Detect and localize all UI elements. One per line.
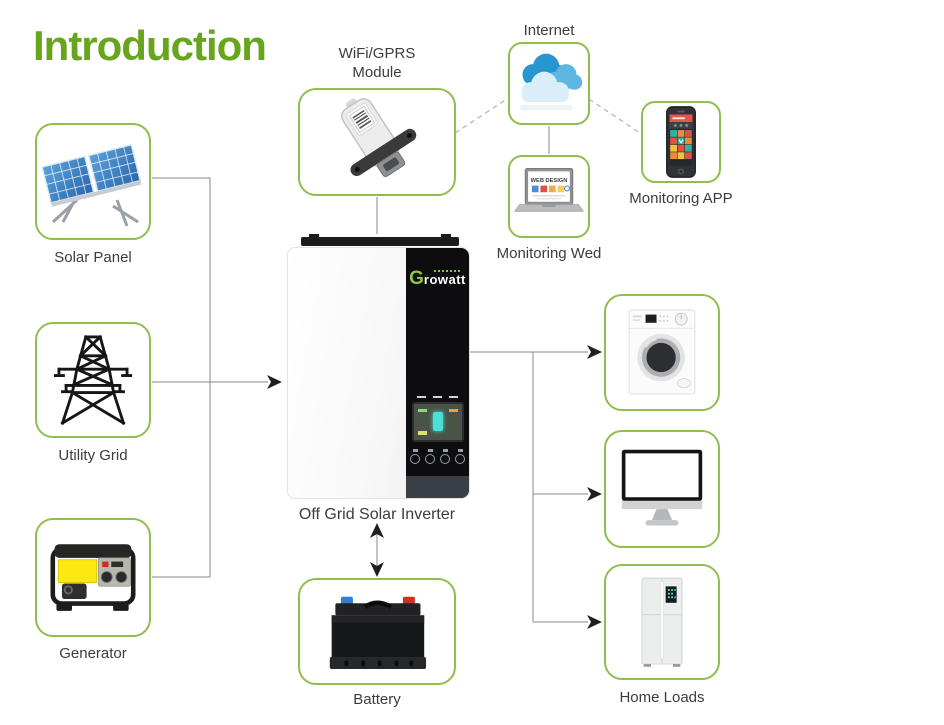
- smartphone-icon: [666, 106, 696, 178]
- inverter-mount-bracket: [301, 234, 459, 246]
- inverter-display-labels: [417, 396, 458, 398]
- solar-panel-icon: [41, 143, 142, 227]
- monitoring-web-box: WEB DESIGN: [508, 155, 590, 238]
- monitoring-app-box: [641, 101, 721, 183]
- inverter-bottom-strip: [406, 476, 469, 498]
- laptop-icon: WEB DESIGN: [513, 167, 585, 212]
- internet-cloud-icon: [519, 53, 583, 111]
- utility-grid-icon: [53, 334, 133, 426]
- growatt-tagline: [434, 270, 460, 272]
- inverter-label: Off Grid Solar Inverter: [298, 506, 456, 523]
- inverter-lcd-screen: [411, 402, 464, 442]
- computer-monitor-icon: [621, 449, 703, 526]
- solar-panel-label: Solar Panel: [54, 249, 132, 266]
- inverter-buttons: [410, 449, 465, 464]
- battery-label: Battery: [353, 691, 401, 708]
- computer-monitor-box: [604, 430, 720, 548]
- svg-text:WEB DESIGN: WEB DESIGN: [531, 177, 568, 183]
- inverter-display-cluster: [406, 396, 469, 464]
- refrigerator-box: [604, 564, 720, 680]
- monitoring-web-label: Monitoring Wed: [496, 245, 602, 262]
- washing-machine-icon: [628, 309, 696, 395]
- battery-icon: [329, 596, 427, 669]
- inverter-image: Growatt: [285, 234, 480, 503]
- generator-box: [35, 518, 151, 637]
- generator-icon: [50, 543, 136, 611]
- connector-left-bus: [152, 177, 211, 578]
- wifi-module-box: [298, 88, 456, 196]
- refrigerator-icon: [641, 577, 683, 667]
- wifi-module-icon: [341, 98, 417, 178]
- inverter-body: Growatt: [287, 247, 470, 499]
- connector-internet-to-app: [588, 98, 641, 134]
- wifi-module-label: WiFi/GPRS Module: [338, 45, 416, 81]
- connector-wifi-to-internet: [454, 96, 511, 134]
- internet-box: [508, 42, 590, 125]
- solar-panel-box: [35, 123, 151, 240]
- battery-level-glyph: [432, 412, 443, 431]
- internet-label: Internet: [523, 22, 575, 39]
- battery-box: [298, 578, 456, 685]
- generator-label: Generator: [59, 645, 127, 662]
- home-loads-label: Home Loads: [619, 689, 705, 706]
- monitoring-app-label: Monitoring APP: [629, 190, 733, 207]
- growatt-logo: Growatt: [409, 268, 466, 289]
- inverter-front-panel: Growatt: [406, 248, 469, 498]
- utility-grid-label: Utility Grid: [58, 447, 128, 464]
- washing-machine-box: [604, 294, 720, 411]
- utility-grid-box: [35, 322, 151, 438]
- page-title: Introduction: [33, 22, 267, 69]
